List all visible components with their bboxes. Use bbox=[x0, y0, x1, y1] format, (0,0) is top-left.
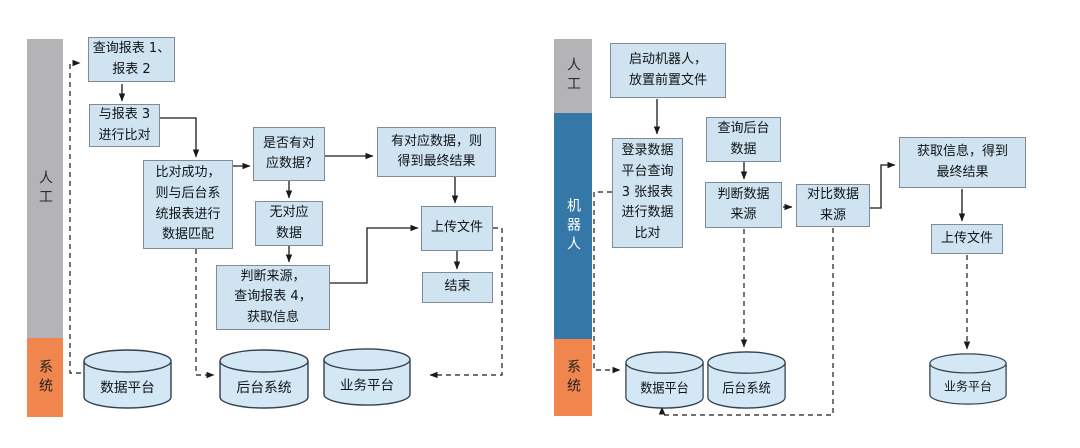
dashed-login-to-dataplatform bbox=[593, 191, 621, 374]
database-label: 数据平台 bbox=[640, 380, 688, 396]
database-business-platform-left: 业务平台 bbox=[323, 348, 411, 406]
node-compare-data-source: 对比数据 来源 bbox=[796, 184, 870, 227]
lane-right-manual-label: 人工 bbox=[565, 57, 581, 95]
arrow-compare-to-match bbox=[160, 117, 200, 158]
arrow-judge-to-upload bbox=[330, 224, 419, 284]
arrow-comparesource-to-getinfo bbox=[870, 161, 896, 209]
database-label: 后台系统 bbox=[236, 380, 292, 396]
dashed-dataplatform-to-query bbox=[69, 59, 81, 374]
node-start-robot: 启动机器人， 放置前置文件 bbox=[610, 43, 726, 98]
lane-right-robot-label: 机器人 bbox=[565, 197, 581, 255]
node-judge-source: 判断来源， 查询报表 4， 获取信息 bbox=[216, 265, 330, 330]
lane-right-system-label: 系统 bbox=[565, 358, 581, 397]
lane-right-system: 系统 bbox=[554, 339, 592, 416]
database-data-platform-left: 数据平台 bbox=[83, 349, 172, 409]
node-upload-file-left: 上传文件 bbox=[421, 206, 493, 251]
node-no-matching-data: 无对应 数据 bbox=[255, 201, 323, 246]
lane-left-manual-label: 人工 bbox=[37, 169, 53, 208]
node-end: 结束 bbox=[422, 272, 493, 303]
lane-right-manual: 人工 bbox=[554, 39, 592, 113]
dashed-upload-to-business bbox=[429, 227, 503, 379]
database-label: 业务平台 bbox=[340, 378, 394, 394]
node-match-success: 比对成功， 则与后台系 统报表进行 数据匹配 bbox=[143, 160, 233, 249]
database-label: 业务平台 bbox=[944, 379, 992, 393]
database-label: 数据平台 bbox=[100, 380, 155, 396]
dashed-match-to-backend bbox=[195, 249, 215, 379]
node-matching-data-result: 有对应数据，则 得到最终结果 bbox=[377, 127, 496, 177]
database-backend-system-left: 后台系统 bbox=[219, 349, 309, 409]
node-judge-data-source: 判断数据 来源 bbox=[705, 182, 782, 228]
node-query-backend: 查询后台 数据 bbox=[706, 117, 781, 162]
node-has-matching-data: 是否有对 应数据? bbox=[253, 127, 325, 181]
lane-left-manual: 人工 bbox=[27, 39, 63, 338]
node-query-reports: 查询报表 1、 报表 2 bbox=[88, 37, 175, 82]
database-backend-system-right: 后台系统 bbox=[707, 351, 786, 409]
database-label: 后台系统 bbox=[722, 380, 771, 396]
node-login-query: 登录数据 平台查询 3 张报表 进行数据 比对 bbox=[612, 138, 683, 248]
lane-left-system-label: 系统 bbox=[37, 358, 53, 397]
dashed-comparesource-to-dataplatform bbox=[658, 228, 834, 416]
database-business-platform-right: 业务平台 bbox=[929, 353, 1007, 405]
lane-right-robot: 机器人 bbox=[554, 113, 592, 339]
node-upload-file-right: 上传文件 bbox=[931, 224, 1003, 254]
node-get-info-result: 获取信息，得到 最终结果 bbox=[899, 137, 1026, 188]
lane-left-system: 系统 bbox=[27, 338, 63, 417]
node-compare-report3: 与报表 3 进行比对 bbox=[89, 104, 160, 147]
database-data-platform-right: 数据平台 bbox=[625, 351, 704, 409]
